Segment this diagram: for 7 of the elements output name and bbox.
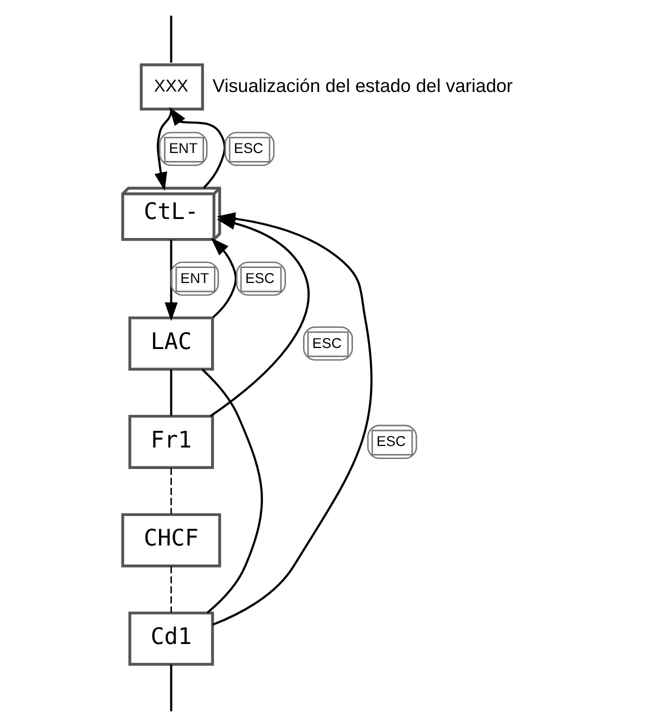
edge-label: ESC xyxy=(376,434,406,450)
edge-label: ENT xyxy=(169,141,198,158)
node-label: Visualización del estado del variador xyxy=(212,74,513,96)
edge-label: ESC xyxy=(245,270,275,287)
edge-label: ESC xyxy=(312,336,342,352)
edge-label: ESC xyxy=(234,141,264,158)
edge-label: ENT xyxy=(180,270,209,287)
